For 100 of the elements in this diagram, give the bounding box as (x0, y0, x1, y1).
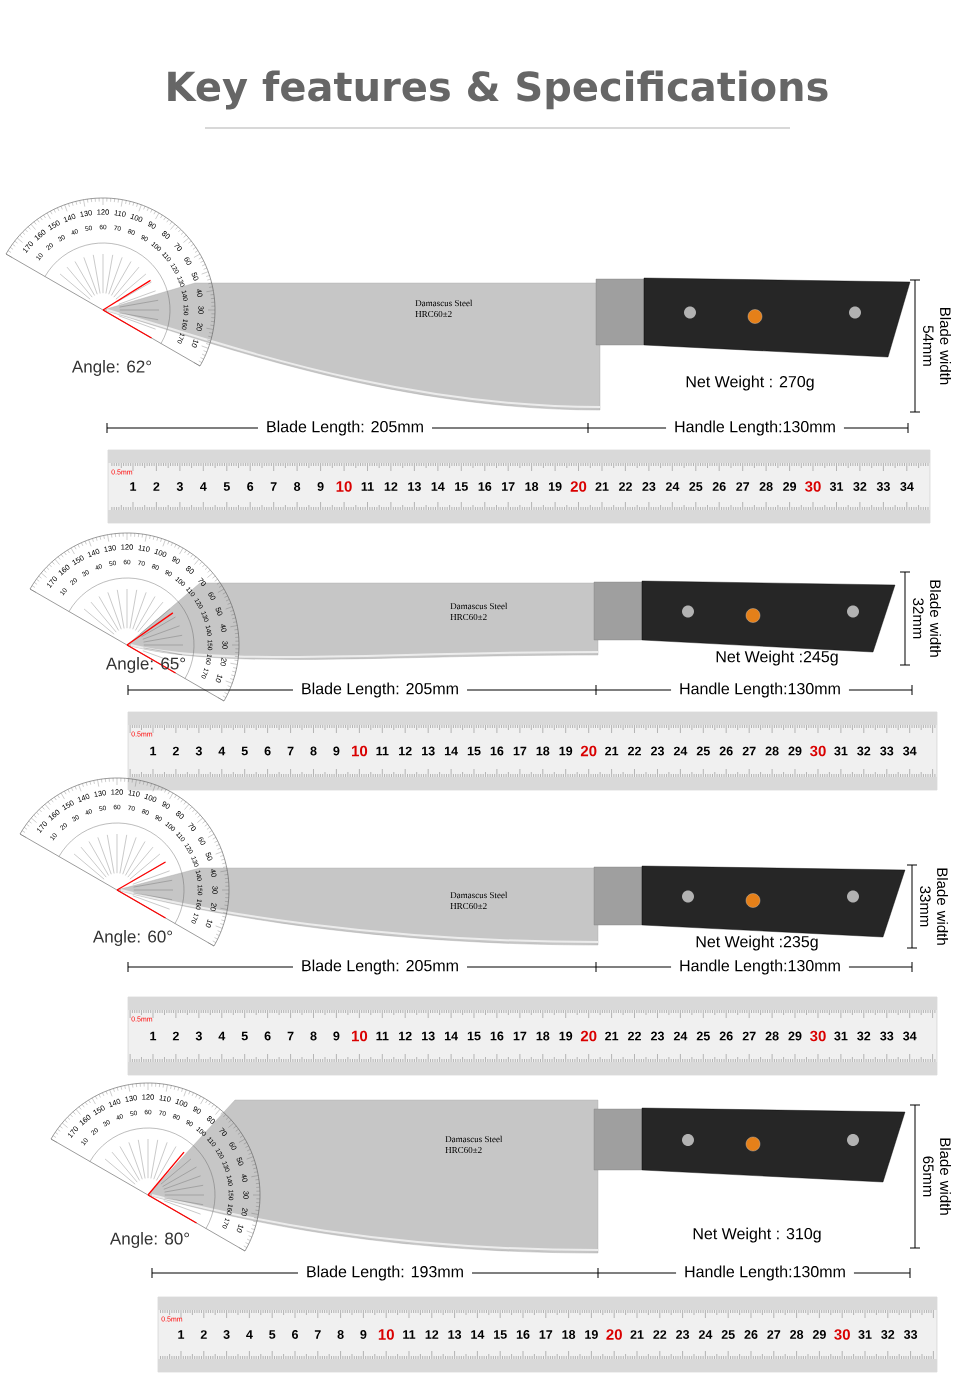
ruler-number: 21 (595, 482, 609, 491)
ruler-number: 20 (580, 745, 597, 757)
width-label: Blade width 33mm (920, 868, 948, 945)
ruler-number: 28 (759, 482, 773, 491)
ruler-number: 34 (900, 482, 914, 491)
ruler-number: 31 (834, 746, 848, 756)
ruler-number: 4 (218, 746, 226, 756)
ruler-number: 19 (585, 1330, 598, 1339)
ruler-number: 25 (696, 1031, 710, 1041)
ruler-number: 24 (673, 1031, 688, 1041)
ruler-number: 12 (384, 482, 398, 491)
ruler-number: 17 (513, 746, 527, 756)
ruler-number: 5 (269, 1330, 276, 1339)
ruler-number: 33 (880, 1031, 894, 1041)
ruler-number: 23 (651, 1031, 664, 1041)
ruler-number: 24 (665, 482, 680, 491)
ruler-number: 6 (247, 482, 254, 491)
ruler-number: 7 (270, 482, 277, 491)
ruler-number: 6 (264, 746, 271, 756)
ruler-number: 30 (810, 745, 826, 757)
ruler-number: 9 (317, 482, 324, 491)
ruler-number: 13 (422, 1031, 435, 1041)
ruler-number: 24 (673, 746, 688, 756)
ruler-number: 9 (333, 746, 340, 756)
ruler-number: 17 (539, 1330, 553, 1339)
ruler-number: 21 (630, 1330, 644, 1339)
ruler-number: 11 (376, 1031, 389, 1041)
ruler-number: 7 (287, 1031, 294, 1041)
ruler-number: 6 (292, 1330, 298, 1339)
ruler-number: 20 (580, 1030, 597, 1042)
ruler-number: 23 (676, 1330, 690, 1339)
ruler-number: 12 (399, 746, 412, 756)
ruler-number: 21 (605, 746, 619, 756)
ruler-number: 32 (881, 1330, 895, 1339)
length-label: Blade Length: 205mm (258, 417, 432, 439)
ruler-number: 31 (834, 1031, 848, 1041)
length-label: Handle Length:130mm (671, 956, 849, 978)
length-label: Handle Length:130mm (671, 679, 849, 701)
ruler-number: 19 (559, 746, 573, 756)
ruler-number: 15 (467, 746, 481, 756)
engraved-text: HRC60±2 (450, 902, 487, 910)
length-label: Blade Length: 193mm (298, 1262, 472, 1284)
ruler-number: 1 (150, 1031, 157, 1041)
length-label: Blade Length: 205mm (293, 956, 467, 978)
ruler-number: 1 (178, 1330, 185, 1339)
ruler-number: 14 (444, 746, 458, 756)
ruler-number: 10 (336, 481, 352, 492)
ruler-number: 8 (337, 1330, 344, 1339)
ruler-number: 1 (130, 482, 137, 491)
ruler-number: 5 (241, 1031, 248, 1041)
ruler-number: 16 (478, 482, 492, 491)
engraved-text: HRC60±2 (415, 310, 452, 318)
ruler-number: 28 (790, 1330, 804, 1339)
ruler-number: 12 (425, 1330, 439, 1339)
ruler-number: 10 (352, 745, 368, 757)
ruler-number: 17 (502, 482, 515, 491)
ruler-number: 29 (783, 482, 797, 491)
ruler-number: 3 (195, 746, 202, 756)
ruler-number: 18 (562, 1330, 576, 1339)
ruler-number: 18 (536, 1031, 550, 1041)
ruler-number: 2 (200, 1330, 207, 1339)
width-label: Blade width 32mm (913, 580, 941, 657)
weight-label: Net Weight :245g (716, 650, 838, 666)
ruler-number: 18 (536, 746, 550, 756)
engraved-text: Damascus Steel (445, 1135, 503, 1143)
ruler-number: 20 (606, 1329, 622, 1340)
ruler-number: 2 (172, 1031, 179, 1041)
ruler-number: 8 (310, 746, 317, 756)
ruler-number: 5 (223, 482, 230, 491)
ruler-number: 19 (559, 1031, 573, 1041)
ruler-number: 5 (241, 746, 248, 756)
ruler-number: 16 (516, 1330, 530, 1339)
ruler-number: 4 (246, 1330, 253, 1339)
angle-label: Angle: 60° (92, 930, 173, 946)
ruler-number: 22 (628, 746, 641, 756)
ruler-number: 14 (444, 1031, 458, 1041)
ruler-number: 3 (195, 1031, 202, 1041)
ruler-number: 8 (294, 482, 301, 491)
ruler-number: 9 (333, 1031, 340, 1041)
ruler-number: 15 (467, 1031, 481, 1041)
ruler-number: 2 (172, 746, 179, 756)
ruler-number: 11 (376, 746, 389, 756)
ruler-number: 27 (736, 482, 750, 491)
ruler-number: 26 (719, 1031, 733, 1041)
engraved-text: Damascus Steel (450, 602, 508, 610)
ruler-number: 29 (788, 746, 802, 756)
engraved-text: Damascus Steel (415, 299, 473, 307)
angle-label: Angle: 62° (71, 360, 152, 376)
ruler-number: 22 (653, 1330, 667, 1339)
ruler-number: 14 (431, 482, 445, 491)
ruler-number: 8 (310, 1031, 317, 1041)
ruler-number: 32 (857, 746, 871, 756)
ruler-number: 19 (548, 482, 562, 491)
width-label: Blade width 54mm (923, 308, 951, 385)
ruler-number: 27 (767, 1330, 781, 1339)
ruler-number: 11 (403, 1330, 416, 1339)
ruler-number: 32 (853, 482, 867, 491)
ruler-number: 1 (150, 746, 157, 756)
ruler-number: 13 (422, 746, 435, 756)
ruler-number: 26 (744, 1330, 758, 1339)
